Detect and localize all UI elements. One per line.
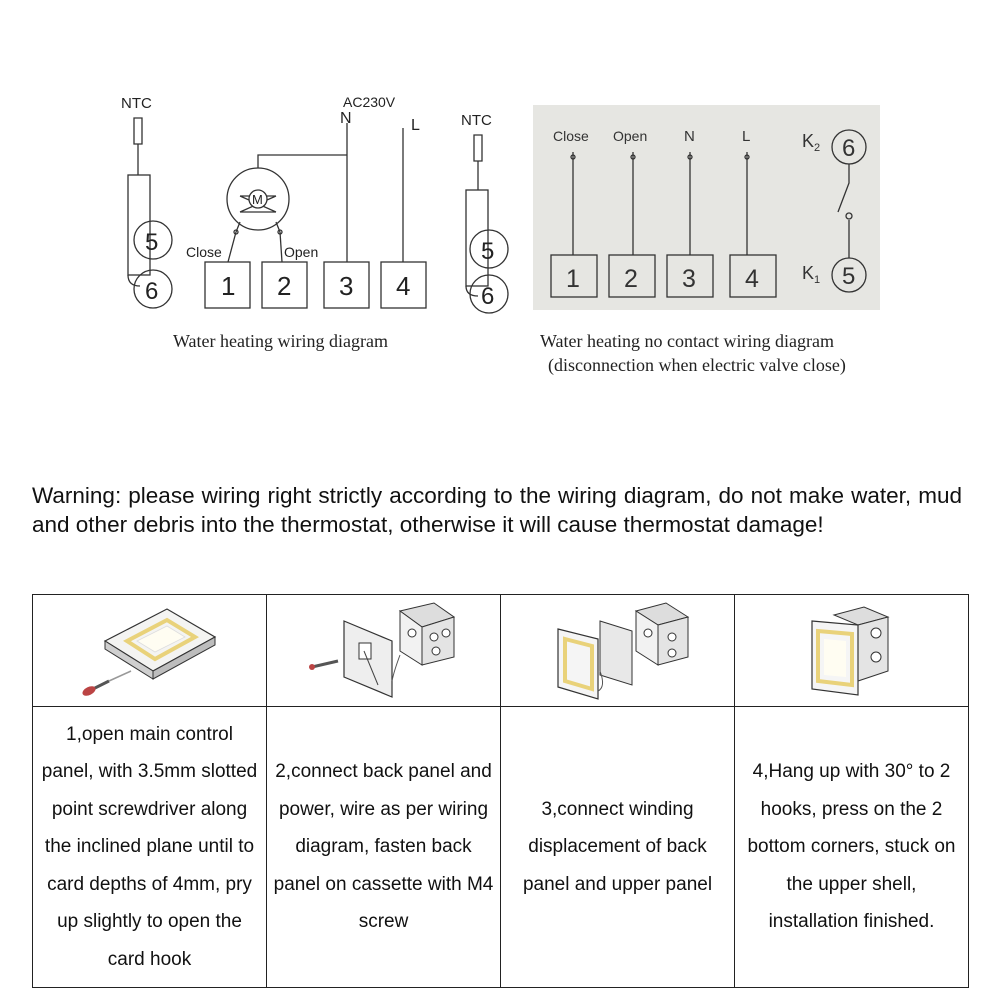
- terminal-1: [204, 261, 251, 309]
- terminal-6-right: [469, 274, 509, 314]
- switch-contact: [837, 164, 850, 258]
- k2-label: K2: [802, 131, 820, 154]
- d2-close-label: Close: [553, 128, 589, 144]
- d2-terminal-5-label: 5: [842, 263, 855, 290]
- d2-terminal-4: [729, 254, 777, 298]
- d2-n-label: N: [684, 128, 695, 145]
- back-panel-and-junction-box-icon: [308, 601, 455, 698]
- d2-terminal-1: [550, 254, 598, 298]
- terminal-3: [323, 261, 370, 309]
- d2-terminal-3-label: 3: [682, 265, 696, 293]
- d2-terminal-4-label: 4: [745, 265, 759, 293]
- step-4-text: 4,Hang up with 30° to 2 hooks, press on …: [734, 706, 969, 988]
- ntc-label-right: NTC: [461, 112, 492, 129]
- thermostat-panel-with-screwdriver-icon: [81, 607, 216, 696]
- d2-terminal-2-label: 2: [624, 265, 638, 293]
- n-label: N: [340, 110, 352, 127]
- ntc-probe-left: [133, 117, 143, 145]
- power-label: AC230V: [343, 94, 396, 110]
- d2-l-label: L: [742, 128, 750, 145]
- step-4-image-cell: [734, 594, 969, 707]
- motor-label: M: [252, 192, 263, 207]
- step-2-text: 2,connect back panel and power, wire as …: [266, 706, 501, 988]
- diagram2-caption-line1: Water heating no contact wiring diagram: [540, 331, 834, 351]
- ntc-probe-right: [473, 134, 483, 162]
- d2-open-label: Open: [613, 128, 647, 144]
- terminal-5-left: [133, 220, 173, 260]
- step-3-text: 3,connect winding displacement of back p…: [500, 706, 735, 988]
- step-2-image-cell: [266, 594, 501, 707]
- upper-panel-and-back-panel-icon: [556, 601, 689, 700]
- water-heating-wiring-diagram: [127, 117, 509, 314]
- mounted-thermostat-icon: [810, 605, 890, 696]
- terminal-2-label: 2: [277, 271, 291, 301]
- no-contact-wiring-diagram: Close Open N L 1 2 3 4 K2 K1 6 5: [533, 105, 880, 310]
- terminal-4-label: 4: [396, 271, 410, 301]
- terminal-3-label: 3: [339, 271, 353, 301]
- diagram1-caption: Water heating wiring diagram: [173, 331, 388, 351]
- diagram2-caption-line2: (disconnection when electric valve close…: [548, 355, 846, 375]
- terminal-6-left-label: 6: [145, 278, 158, 305]
- l-label: L: [411, 117, 420, 134]
- terminal-5-right: [469, 229, 509, 269]
- step-1-image-cell: [32, 594, 267, 707]
- terminal-4: [380, 261, 427, 309]
- k1-label: K1: [802, 263, 820, 286]
- installation-steps-table: 1,open main control panel, with 3.5mm sl…: [32, 594, 969, 988]
- step-1-text: 1,open main control panel, with 3.5mm sl…: [32, 706, 267, 988]
- close-label: Close: [186, 244, 222, 260]
- d2-terminal-3: [666, 254, 714, 298]
- diagram2-background: [533, 105, 880, 310]
- step-3-image-cell: [500, 594, 735, 707]
- terminal-2: [261, 261, 308, 309]
- open-label: Open: [284, 244, 318, 260]
- terminal-6-right-label: 6: [481, 283, 494, 310]
- terminal-5-right-label: 5: [481, 238, 494, 265]
- d2-terminal-2: [608, 254, 656, 298]
- terminal-1-label: 1: [221, 271, 235, 301]
- d2-terminal-6-label: 6: [842, 135, 855, 162]
- warning-text: Warning: please wiring right strictly ac…: [32, 483, 962, 537]
- ntc-label-left: NTC: [121, 95, 152, 112]
- terminal-6-left: [133, 269, 173, 309]
- d2-terminal-1-label: 1: [566, 265, 580, 293]
- wiring-diagrams: NTC AC230V N L M Close Open 1 2 3 4 5 6 …: [121, 94, 880, 314]
- terminal-5-left-label: 5: [145, 229, 158, 256]
